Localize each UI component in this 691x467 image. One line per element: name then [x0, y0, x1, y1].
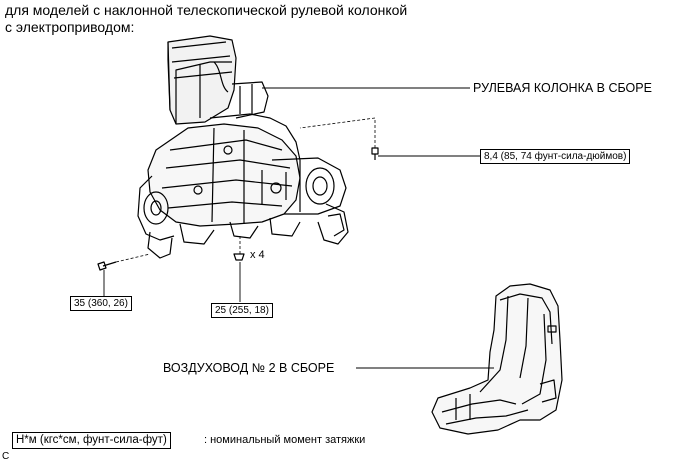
torque-box-upper-right: 8,4 (85, 74 фунт-сила-дюймов)	[480, 149, 631, 164]
air-duct-label: ВОЗДУХОВОД № 2 В СБОРЕ	[163, 361, 335, 375]
quantity-label: x 4	[250, 249, 265, 261]
legend-text: : номинальный момент затяжки	[204, 434, 366, 446]
figure-code: C	[2, 451, 10, 462]
torque-box-lower-left: 35 (360, 26)	[70, 296, 132, 311]
heading-line-2: с электроприводом:	[5, 19, 135, 35]
legend-box: Н*м (кгс*см, фунт-сила-фут)	[12, 432, 171, 449]
heading-line-1: для моделей с наклонной телескопической …	[5, 2, 408, 18]
steering-column-label: РУЛЕВАЯ КОЛОНКА В СБОРЕ	[473, 81, 652, 95]
bolt-guide-left	[115, 253, 151, 263]
steering-column-drawing	[137, 35, 349, 259]
nut-lower-center-drawing	[233, 253, 245, 261]
air-duct-drawing	[431, 283, 563, 435]
torque-box-lower-center: 25 (255, 18)	[211, 303, 273, 318]
bolt-lower-left-drawing	[97, 261, 117, 271]
bolt-upper-right-drawing	[371, 147, 379, 160]
bolt-guide-upper	[299, 117, 376, 148]
